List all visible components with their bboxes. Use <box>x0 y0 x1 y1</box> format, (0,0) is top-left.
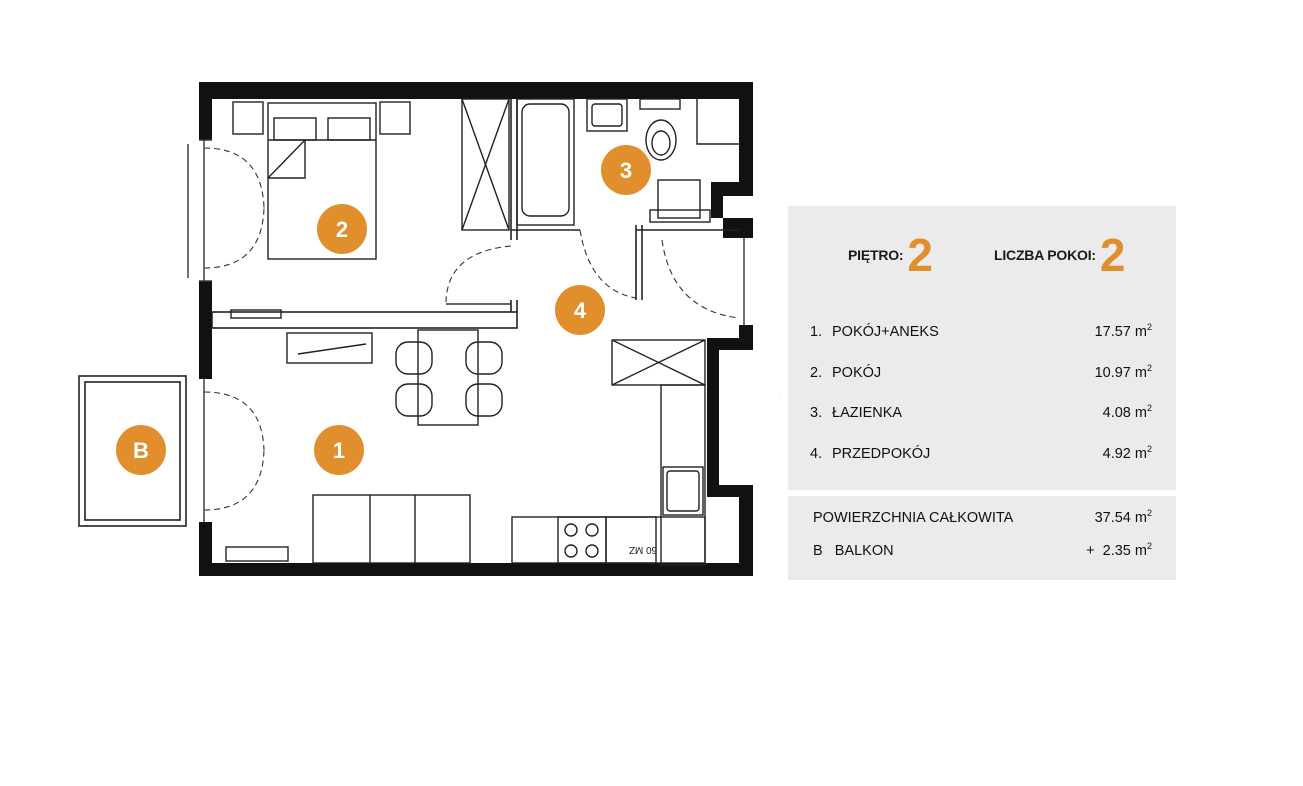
room-row-name: POKÓJ <box>832 365 882 381</box>
apartment-info-panel: PIĘTRO: 2 LICZBA POKOI: 2 1. POKÓJ+ANEKS… <box>788 206 1176 490</box>
room-row-area: 4.08 m2 <box>1102 403 1152 421</box>
room-marker-b: B <box>116 425 166 475</box>
doors <box>203 147 740 511</box>
room-row-2: 2. POKÓJ 10.97 m2 <box>810 363 1152 385</box>
living-furniture <box>225 329 503 564</box>
floor-value: 2 <box>907 229 933 281</box>
balcony <box>78 375 187 527</box>
room-row-area: 17.57 m2 <box>1094 322 1152 340</box>
exterior-walls <box>199 82 753 576</box>
room-row-4: 4. PRZEDPOKÓJ 4.92 m2 <box>810 444 1152 466</box>
rooms-count-header: LICZBA POKOI: 2 <box>994 232 1125 278</box>
wardrobe <box>461 98 510 231</box>
room-marker-4: 4 <box>555 285 605 335</box>
total-area-value: 37.54 m2 <box>1094 508 1152 526</box>
room-marker-1: 1 <box>314 425 364 475</box>
total-area-row: POWIERZCHNIA CAŁKOWITA 37.54 m2 <box>813 508 1152 530</box>
rooms-count-value: 2 <box>1099 229 1126 281</box>
bathroom-fixtures <box>516 98 739 226</box>
watermark: CY <box>778 379 780 417</box>
room-label-4: 4 <box>574 298 587 323</box>
kitchen <box>511 339 706 566</box>
room-marker-2: 2 <box>317 204 367 254</box>
balcony-label: B BALKON <box>813 543 894 559</box>
room-row-number: 1. <box>810 324 823 340</box>
room-row-3: 3. ŁAZIENKA 4.08 m2 <box>810 403 1152 425</box>
floor-label: PIĘTRO: <box>848 247 904 263</box>
room-row-area: 4.92 m2 <box>1102 444 1152 462</box>
room-label-3: 3 <box>620 158 632 183</box>
room-label-2: 2 <box>336 217 348 242</box>
appliance-label: 60 MZ <box>629 544 657 555</box>
room-row-number: 3. <box>810 405 823 421</box>
room-row-area: 10.97 m2 <box>1094 363 1152 381</box>
room-label-b: B <box>133 438 149 463</box>
room-label-1: 1 <box>333 438 345 463</box>
room-row-1: 1. POKÓJ+ANEKS 17.57 m2 <box>810 322 1152 344</box>
windows <box>187 139 745 522</box>
room-row-name: ŁAZIENKA <box>832 405 903 421</box>
room-row-name: POKÓJ+ANEKS <box>832 324 939 340</box>
balcony-area-row: B BALKON + 2.35 m2 <box>813 541 1152 563</box>
floor-header: PIĘTRO: 2 <box>848 232 933 278</box>
door-leaves <box>446 240 637 305</box>
rooms-count-label: LICZBA POKOI: <box>994 247 1096 263</box>
bedroom-furniture <box>230 101 411 319</box>
total-area-label: POWIERZCHNIA CAŁKOWITA <box>813 510 1014 526</box>
floor-plan: 60 MZ CY 1 2 3 4 B <box>78 82 780 576</box>
balcony-area-value: + 2.35 m2 <box>1086 541 1152 559</box>
room-row-number: 2. <box>810 365 823 381</box>
room-marker-3: 3 <box>601 145 651 195</box>
interior-walls <box>211 99 739 329</box>
room-row-number: 4. <box>810 446 823 462</box>
area-summary-panel: POWIERZCHNIA CAŁKOWITA 37.54 m2 B BALKON… <box>788 496 1176 580</box>
room-row-name: PRZEDPOKÓJ <box>832 446 931 462</box>
